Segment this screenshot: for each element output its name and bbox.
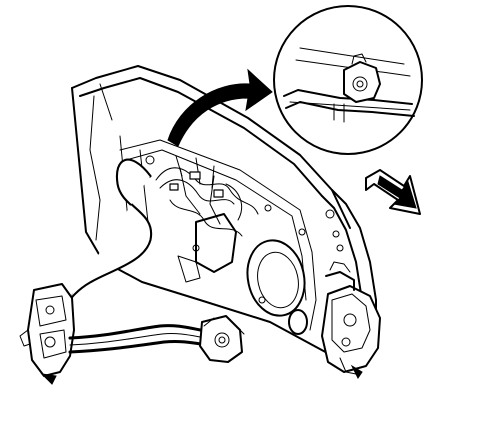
- lock-cylinder-rod: [68, 324, 216, 354]
- rod-clip-assembly: [199, 315, 245, 363]
- outside-handle-rod: [60, 158, 153, 312]
- door-latch-assembly: [321, 261, 381, 379]
- direction-arrow: [365, 169, 421, 215]
- detail-circle: [273, 5, 423, 155]
- access-opening: [177, 213, 237, 283]
- inside-handle-assembly: [19, 283, 75, 385]
- curved-callout-arrow: [167, 68, 273, 147]
- door-inner-panel: [71, 87, 377, 367]
- wiring-harness: [155, 155, 259, 237]
- speaker-opening: [246, 239, 308, 335]
